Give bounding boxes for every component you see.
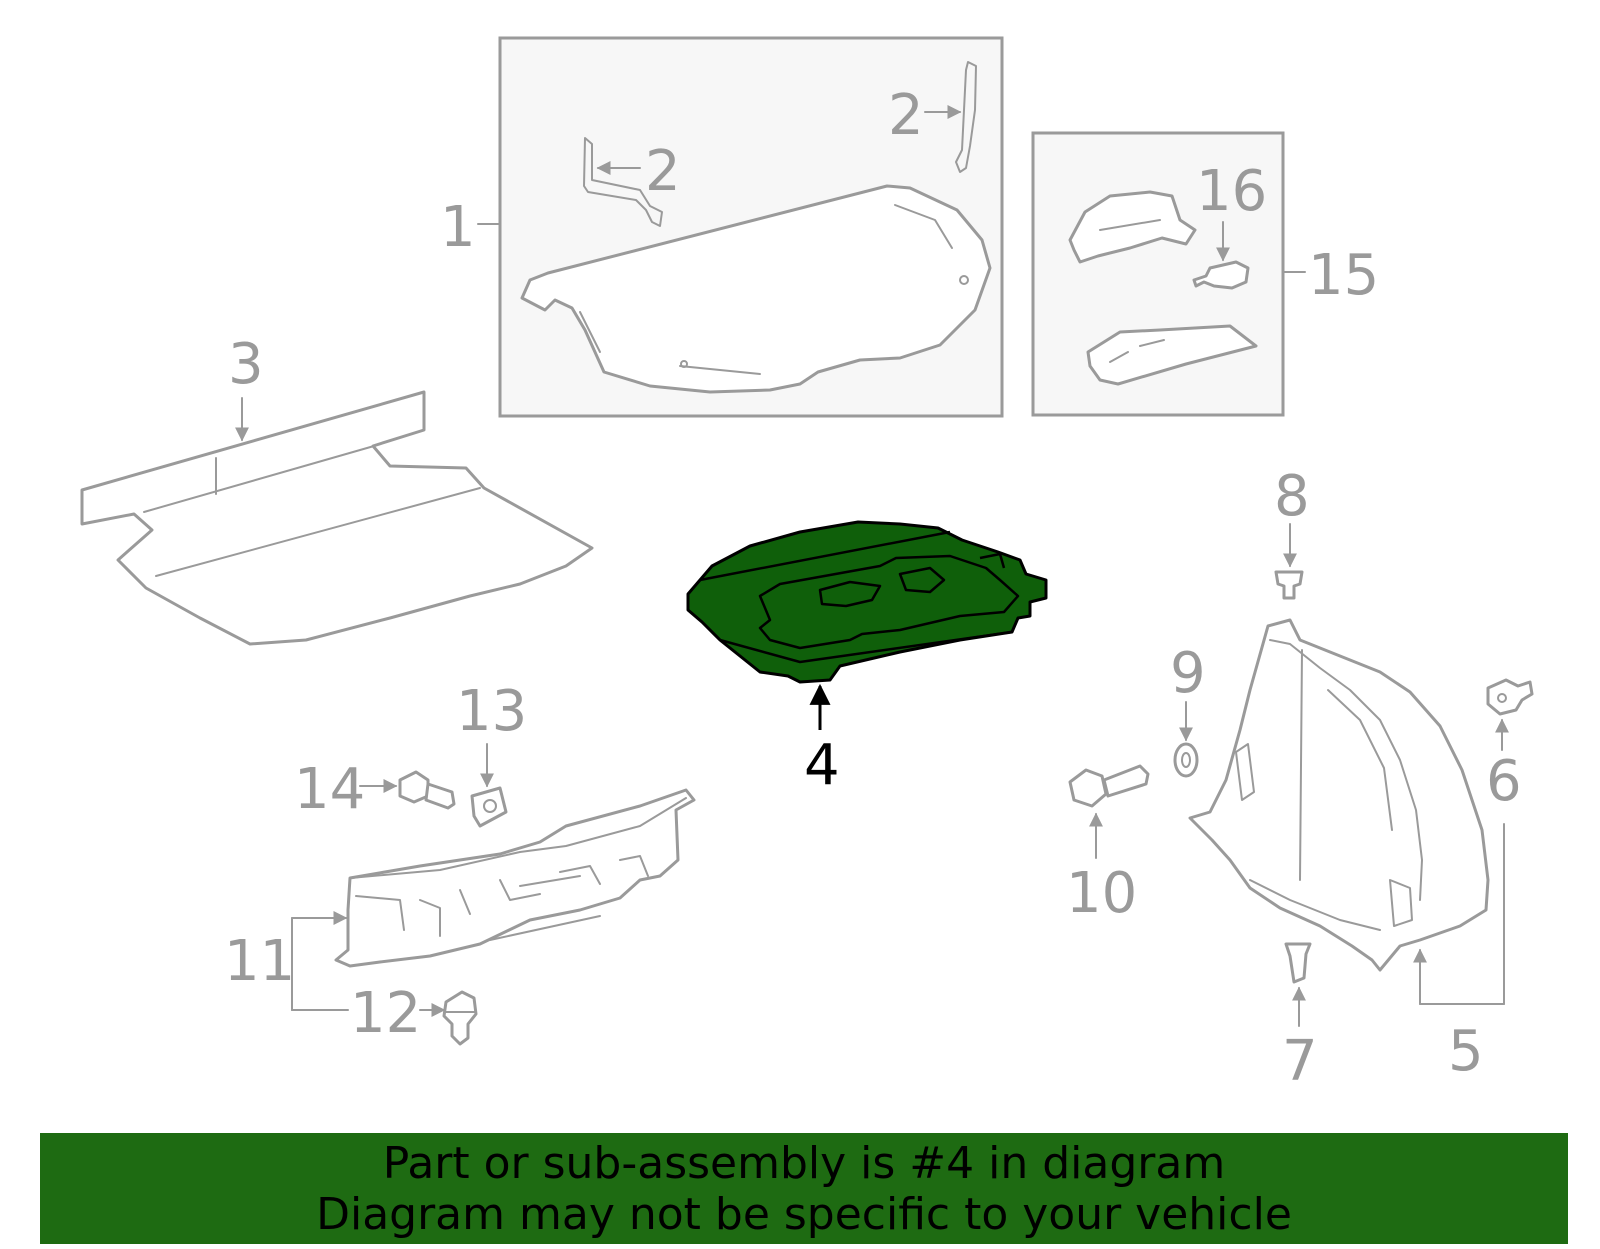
callout-13: 13 bbox=[456, 679, 527, 744]
callout-6: 6 bbox=[1486, 749, 1522, 814]
part-4-highlighted bbox=[686, 520, 1048, 684]
callout-2a: 2 bbox=[645, 139, 681, 204]
part-3-trunk-mat bbox=[80, 390, 594, 646]
info-banner: Part or sub-assembly is #4 in diagram Di… bbox=[40, 1133, 1568, 1244]
callout-10: 10 bbox=[1066, 861, 1137, 926]
callout-9: 9 bbox=[1170, 641, 1206, 706]
callout-8: 8 bbox=[1274, 464, 1310, 529]
banner-line-2: Diagram may not be specific to your vehi… bbox=[316, 1188, 1292, 1240]
banner-line-1: Part or sub-assembly is #4 in diagram bbox=[382, 1137, 1226, 1189]
callout-1: 1 bbox=[440, 195, 476, 260]
callout-3: 3 bbox=[228, 332, 264, 397]
part-6-clip bbox=[1486, 678, 1534, 716]
callout-7: 7 bbox=[1282, 1029, 1318, 1094]
part-11-sill-trim bbox=[334, 788, 696, 968]
callout-12: 12 bbox=[350, 981, 421, 1046]
part-12-clip bbox=[442, 990, 478, 1046]
part-15-lock-assembly bbox=[1031, 131, 1285, 417]
part-9-washer bbox=[1173, 742, 1199, 778]
part-14-bolt bbox=[398, 770, 456, 810]
part-5-quarter-trim bbox=[1188, 618, 1490, 972]
part-8-clip bbox=[1274, 570, 1304, 600]
part-13-nut bbox=[470, 786, 508, 828]
callout-2b: 2 bbox=[888, 83, 924, 148]
part-1-tonneau-cover bbox=[498, 36, 1004, 418]
callout-14: 14 bbox=[294, 757, 365, 822]
callout-15: 15 bbox=[1308, 243, 1379, 308]
callout-4: 4 bbox=[804, 733, 840, 798]
part-7-clip bbox=[1284, 942, 1312, 984]
part-10-bolt bbox=[1068, 764, 1150, 808]
callout-5: 5 bbox=[1448, 1019, 1484, 1084]
callout-16: 16 bbox=[1196, 159, 1267, 224]
callout-11: 11 bbox=[224, 929, 295, 994]
